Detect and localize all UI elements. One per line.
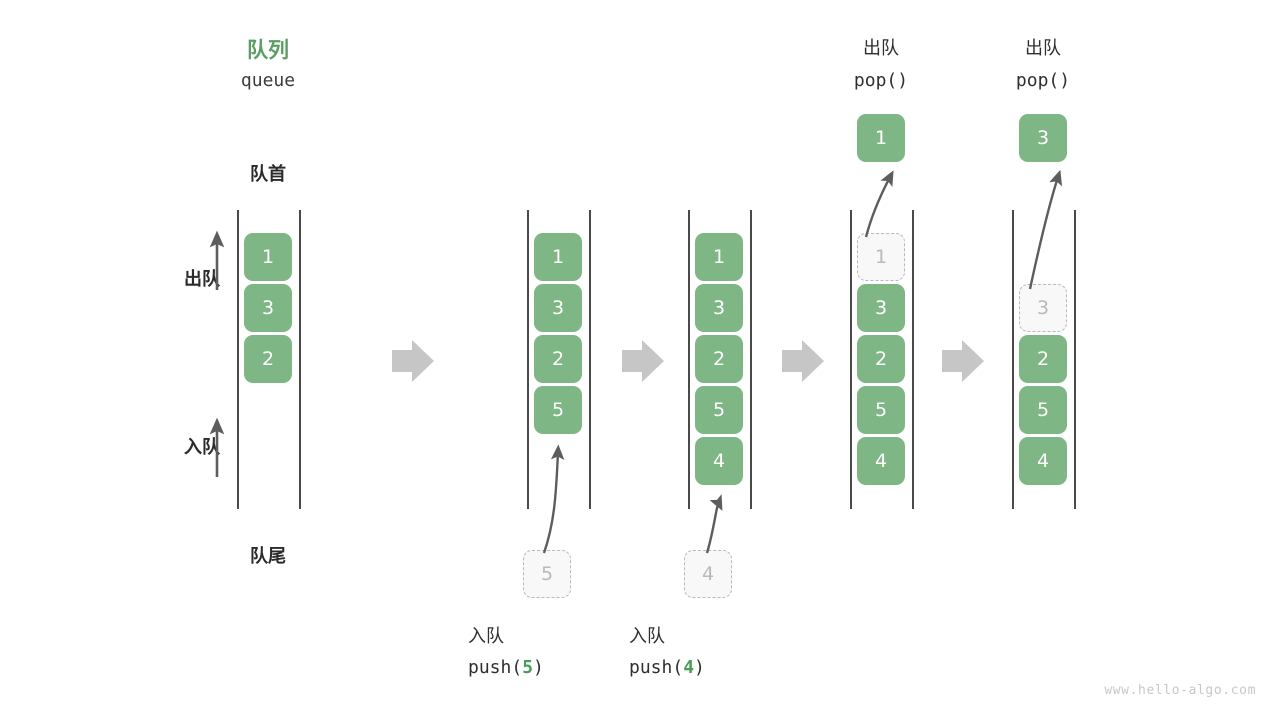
queue-cell-ghost: 1 bbox=[857, 233, 905, 281]
queue-cell: 1 bbox=[695, 233, 743, 281]
queue-rail bbox=[912, 210, 914, 509]
queue-cell: 3 bbox=[534, 284, 582, 332]
queue-rail bbox=[299, 210, 301, 509]
queue-cell: 3 bbox=[695, 284, 743, 332]
pop-caption-cn: 出队 bbox=[863, 38, 899, 59]
pop-caption-code: pop() bbox=[853, 70, 909, 91]
pop-caption-cn: 出队 bbox=[1025, 38, 1061, 59]
queue-cell: 5 bbox=[1019, 386, 1067, 434]
queue-cell-ghost: 3 bbox=[1019, 284, 1067, 332]
queue-cell: 5 bbox=[534, 386, 582, 434]
queue-rail bbox=[527, 210, 529, 509]
queue-cell: 5 bbox=[857, 386, 905, 434]
queue-cell: 2 bbox=[244, 335, 292, 383]
queue-rail bbox=[1074, 210, 1076, 509]
push-caption-code: push(5) bbox=[468, 657, 544, 678]
queue-cell: 3 bbox=[857, 284, 905, 332]
queue-cell: 2 bbox=[1019, 335, 1067, 383]
queue-cell: 1 bbox=[534, 233, 582, 281]
queue-cell: 5 bbox=[695, 386, 743, 434]
step-arrow-1 bbox=[392, 340, 434, 382]
queue-cell: 2 bbox=[695, 335, 743, 383]
pop-caption-code: pop() bbox=[1015, 70, 1071, 91]
queue-title-cn: 队列 bbox=[247, 38, 289, 62]
push-caption-cn: 入队 bbox=[468, 626, 504, 647]
queue-rail bbox=[589, 210, 591, 509]
watermark: www.hello-algo.com bbox=[1104, 683, 1256, 698]
front-label: 队首 bbox=[250, 164, 286, 185]
pop-arrow-3 bbox=[1028, 169, 1063, 290]
queue-rail bbox=[237, 210, 239, 509]
incoming-element: 4 bbox=[684, 550, 732, 598]
queue-rail bbox=[850, 210, 852, 509]
rear-label: 队尾 bbox=[250, 546, 286, 567]
queue-rail bbox=[1012, 210, 1014, 509]
push-caption-cn: 入队 bbox=[629, 626, 665, 647]
enqueue-label: 入队 bbox=[184, 437, 220, 458]
queue-cell: 2 bbox=[534, 335, 582, 383]
popped-element: 1 bbox=[857, 114, 905, 162]
step-arrow-4 bbox=[942, 340, 984, 382]
queue-rail bbox=[750, 210, 752, 509]
push-caption-code: push(4) bbox=[629, 657, 705, 678]
incoming-element: 5 bbox=[523, 550, 571, 598]
queue-cell: 1 bbox=[244, 233, 292, 281]
step-arrow-3 bbox=[782, 340, 824, 382]
dequeue-label: 出队 bbox=[184, 269, 220, 290]
queue-title-en: queue bbox=[240, 70, 296, 91]
step-arrow-2 bbox=[622, 340, 664, 382]
queue-rail bbox=[688, 210, 690, 509]
queue-cell: 4 bbox=[695, 437, 743, 485]
queue-cell: 4 bbox=[1019, 437, 1067, 485]
queue-cell: 4 bbox=[857, 437, 905, 485]
popped-element: 3 bbox=[1019, 114, 1067, 162]
push-arrow-4 bbox=[705, 494, 723, 554]
pop-arrow-1 bbox=[864, 170, 894, 238]
queue-cell: 3 bbox=[244, 284, 292, 332]
push-arrow-5 bbox=[542, 444, 565, 554]
queue-cell: 2 bbox=[857, 335, 905, 383]
